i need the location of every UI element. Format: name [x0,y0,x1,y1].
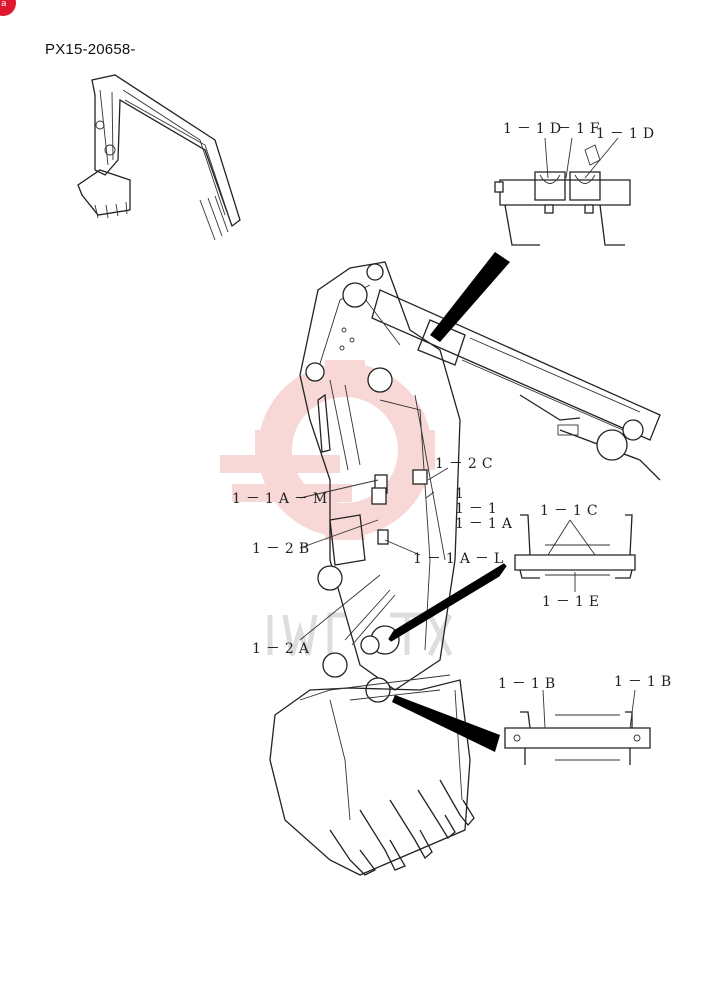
callout-1-1A: 1－1A [455,516,517,532]
leader-lines [299,137,636,729]
corner-badge-letter: a [1,0,7,9]
callout-1-1A-L: 1－1A－L [413,551,508,567]
overview-excavator-sketch [77,74,241,241]
callout-1-1F: －1F [557,121,605,137]
callout-1-1B-right: 1－1B [614,674,676,690]
document-code: PX15-20658- [45,41,136,58]
corner-badge: a [0,0,16,16]
callout-1-1C: 1－1C [540,503,603,519]
callout-1-1E: 1－1E [542,594,604,610]
callout-1-1B-left: 1－1B [498,676,560,692]
callout-1: 1 [455,486,469,502]
watermark-brand-letters [267,612,453,657]
callout-1-1D-left: 1－1D [503,121,566,137]
boom-cylinder [371,289,661,481]
pointer-wedge-middle [388,563,507,642]
detail-inset-1-1D [494,144,631,246]
bucket [269,674,475,876]
callout-1-1: 1－1 [455,501,502,517]
callout-1-1D-right: 1－1D [596,126,659,142]
callout-1-2A: 1－2A [252,641,314,657]
callout-1-2C: 1－2C [435,456,498,472]
detail-inset-1-1B [504,711,651,765]
pointer-wedge-bottom [392,695,500,752]
callout-1-2B: 1－2B [252,541,314,557]
watermark-gear-logo [220,360,435,540]
detail-inset-1-1C [514,514,636,579]
arm-assembly [299,261,461,703]
pointer-wedge-top [430,252,510,342]
callout-1-1A-M: 1－1A－M [232,491,332,507]
